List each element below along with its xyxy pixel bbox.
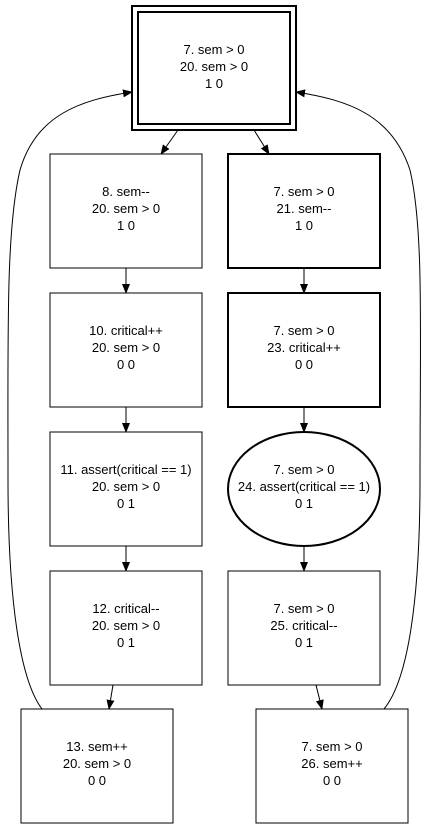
node-n8: 7. sem > 0 25. critical-- 0 1 [227, 570, 381, 686]
node-n7-line-3: 0 1 [117, 635, 135, 650]
node-n2: 7. sem > 0 21. sem-- 1 0 [227, 153, 381, 269]
node-n3-line-2: 20. sem > 0 [92, 340, 160, 355]
node-n10-line-2: 26. sem++ [301, 756, 362, 771]
node-n2-line-1: 7. sem > 0 [273, 184, 334, 199]
edge-n7-n9 [106, 684, 115, 710]
node-n1-line-2: 20. sem > 0 [92, 201, 160, 216]
node-n0: 7. sem > 0 20. sem > 0 1 0 [131, 5, 297, 131]
nodes: 7. sem > 0 20. sem > 0 1 0 8. sem-- 20. … [20, 5, 409, 824]
node-n1: 8. sem-- 20. sem > 0 1 0 [49, 153, 203, 269]
node-n9-line-2: 20. sem > 0 [63, 756, 131, 771]
node-n5: 11. assert(critical == 1) 20. sem > 0 0 … [49, 431, 203, 547]
edge-n10-n0 [295, 89, 422, 710]
node-n10-line-1: 7. sem > 0 [301, 739, 362, 754]
node-n7-line-2: 20. sem > 0 [92, 618, 160, 633]
node-n0-line-2: 20. sem > 0 [180, 59, 248, 74]
node-n1-line-3: 1 0 [117, 218, 135, 233]
node-n10-line-3: 0 0 [323, 773, 341, 788]
node-n9: 13. sem++ 20. sem > 0 0 0 [20, 708, 174, 824]
node-n5-line-3: 0 1 [117, 496, 135, 511]
node-n8-line-1: 7. sem > 0 [273, 601, 334, 616]
edge-n0-n2 [253, 129, 270, 155]
node-n5-line-1: 11. assert(critical == 1) [60, 462, 191, 477]
node-n7-line-1: 12. critical-- [92, 601, 159, 616]
node-n8-line-3: 0 1 [295, 635, 313, 650]
node-n10: 7. sem > 0 26. sem++ 0 0 [255, 708, 409, 824]
node-n6-line-3: 0 1 [295, 496, 313, 511]
node-n4-line-1: 7. sem > 0 [273, 323, 334, 338]
node-n4-line-3: 0 0 [295, 357, 313, 372]
node-n6-line-1: 7. sem > 0 [273, 462, 334, 477]
edge-n9-n0 [7, 89, 133, 710]
node-n7: 12. critical-- 20. sem > 0 0 1 [49, 570, 203, 686]
node-n1-line-1: 8. sem-- [102, 184, 150, 199]
node-n3: 10. critical++ 20. sem > 0 0 0 [49, 292, 203, 408]
node-n2-line-2: 21. sem-- [277, 201, 332, 216]
edges [7, 89, 422, 710]
node-n3-line-3: 0 0 [117, 357, 135, 372]
node-n6: 7. sem > 0 24. assert(critical == 1) 0 1 [227, 431, 381, 547]
edge-n8-n10 [315, 684, 324, 710]
node-n5-line-2: 20. sem > 0 [92, 479, 160, 494]
node-n9-line-1: 13. sem++ [66, 739, 127, 754]
node-n4-line-2: 23. critical++ [267, 340, 341, 355]
edge-n0-n1 [160, 129, 179, 155]
node-n2-line-3: 1 0 [295, 218, 313, 233]
node-n6-line-2: 24. assert(critical == 1) [238, 479, 370, 494]
node-n3-line-1: 10. critical++ [89, 323, 163, 338]
node-n4: 7. sem > 0 23. critical++ 0 0 [227, 292, 381, 408]
node-n0-line-1: 7. sem > 0 [183, 42, 244, 57]
node-n8-line-2: 25. critical-- [270, 618, 337, 633]
node-n9-line-3: 0 0 [88, 773, 106, 788]
node-n0-line-3: 1 0 [205, 76, 223, 91]
